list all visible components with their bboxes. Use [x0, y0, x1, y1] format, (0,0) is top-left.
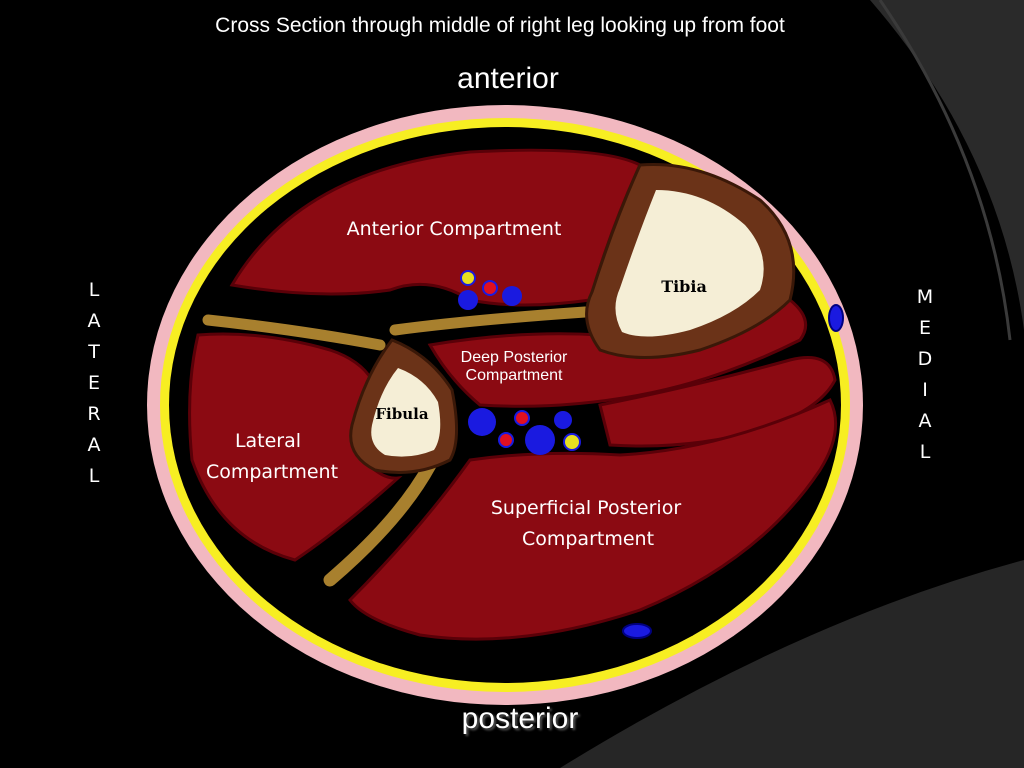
- posterior-artery-2: [514, 410, 530, 426]
- lateral-letter: R: [87, 403, 101, 425]
- posterior-direction-label: posterior: [461, 702, 579, 735]
- small-saphenous-vein: [622, 623, 652, 639]
- anterior-intermuscular-septum: [202, 314, 386, 351]
- posterior-nerve: [563, 433, 581, 451]
- lateral-compartment-label-2: Compartment: [206, 461, 338, 483]
- lateral-letter: E: [87, 372, 100, 394]
- interosseous-membrane: [389, 306, 591, 336]
- lateral-compartment-muscle: [188, 332, 403, 562]
- medial-letter: A: [918, 410, 932, 432]
- lateral-letter: L: [88, 465, 100, 487]
- page-title: Cross Section through middle of right le…: [215, 14, 785, 37]
- anterior-nerve: [460, 270, 476, 286]
- posterior-vein-2: [525, 425, 555, 455]
- tibia-marrow: [615, 190, 764, 337]
- fibula-label: Fibula: [375, 405, 428, 423]
- lateral-direction-label: L A T E R A L: [79, 275, 109, 492]
- medial-letter: L: [919, 441, 931, 463]
- tibia-label: Tibia: [661, 277, 707, 296]
- anterior-vein-1: [458, 290, 478, 310]
- lateral-letter: L: [88, 279, 100, 301]
- anterior-artery: [482, 280, 498, 296]
- medial-direction-label: M E D I A L: [910, 282, 940, 468]
- deep-posterior-label-1: Deep Posterior: [461, 349, 568, 366]
- anterior-vein-2: [502, 286, 522, 306]
- lateral-letter: A: [87, 310, 101, 332]
- posterior-intermuscular-septum: [323, 458, 437, 587]
- great-saphenous-vein: [828, 304, 844, 332]
- fibula-marrow: [371, 368, 441, 457]
- lateral-compartment-label-1: Lateral: [235, 430, 301, 452]
- superficial-posterior-label-2: Compartment: [522, 528, 654, 550]
- posterior-artery-1: [498, 432, 514, 448]
- deep-posterior-label-2: Compartment: [466, 367, 563, 384]
- lateral-letter: A: [87, 434, 101, 456]
- medial-letter: M: [916, 286, 934, 308]
- anterior-direction-label: anterior: [457, 62, 559, 95]
- posterior-vein-3: [554, 411, 572, 429]
- posterior-vein-1: [468, 408, 496, 436]
- superficial-posterior-muscle: [348, 398, 838, 641]
- superficial-posterior-label-1: Superficial Posterior: [491, 497, 681, 519]
- lateral-letter: T: [88, 341, 100, 363]
- medial-letter: I: [922, 379, 928, 401]
- medial-letter: E: [918, 317, 931, 339]
- anterior-compartment-label: Anterior Compartment: [347, 218, 562, 240]
- medial-letter: D: [917, 348, 933, 370]
